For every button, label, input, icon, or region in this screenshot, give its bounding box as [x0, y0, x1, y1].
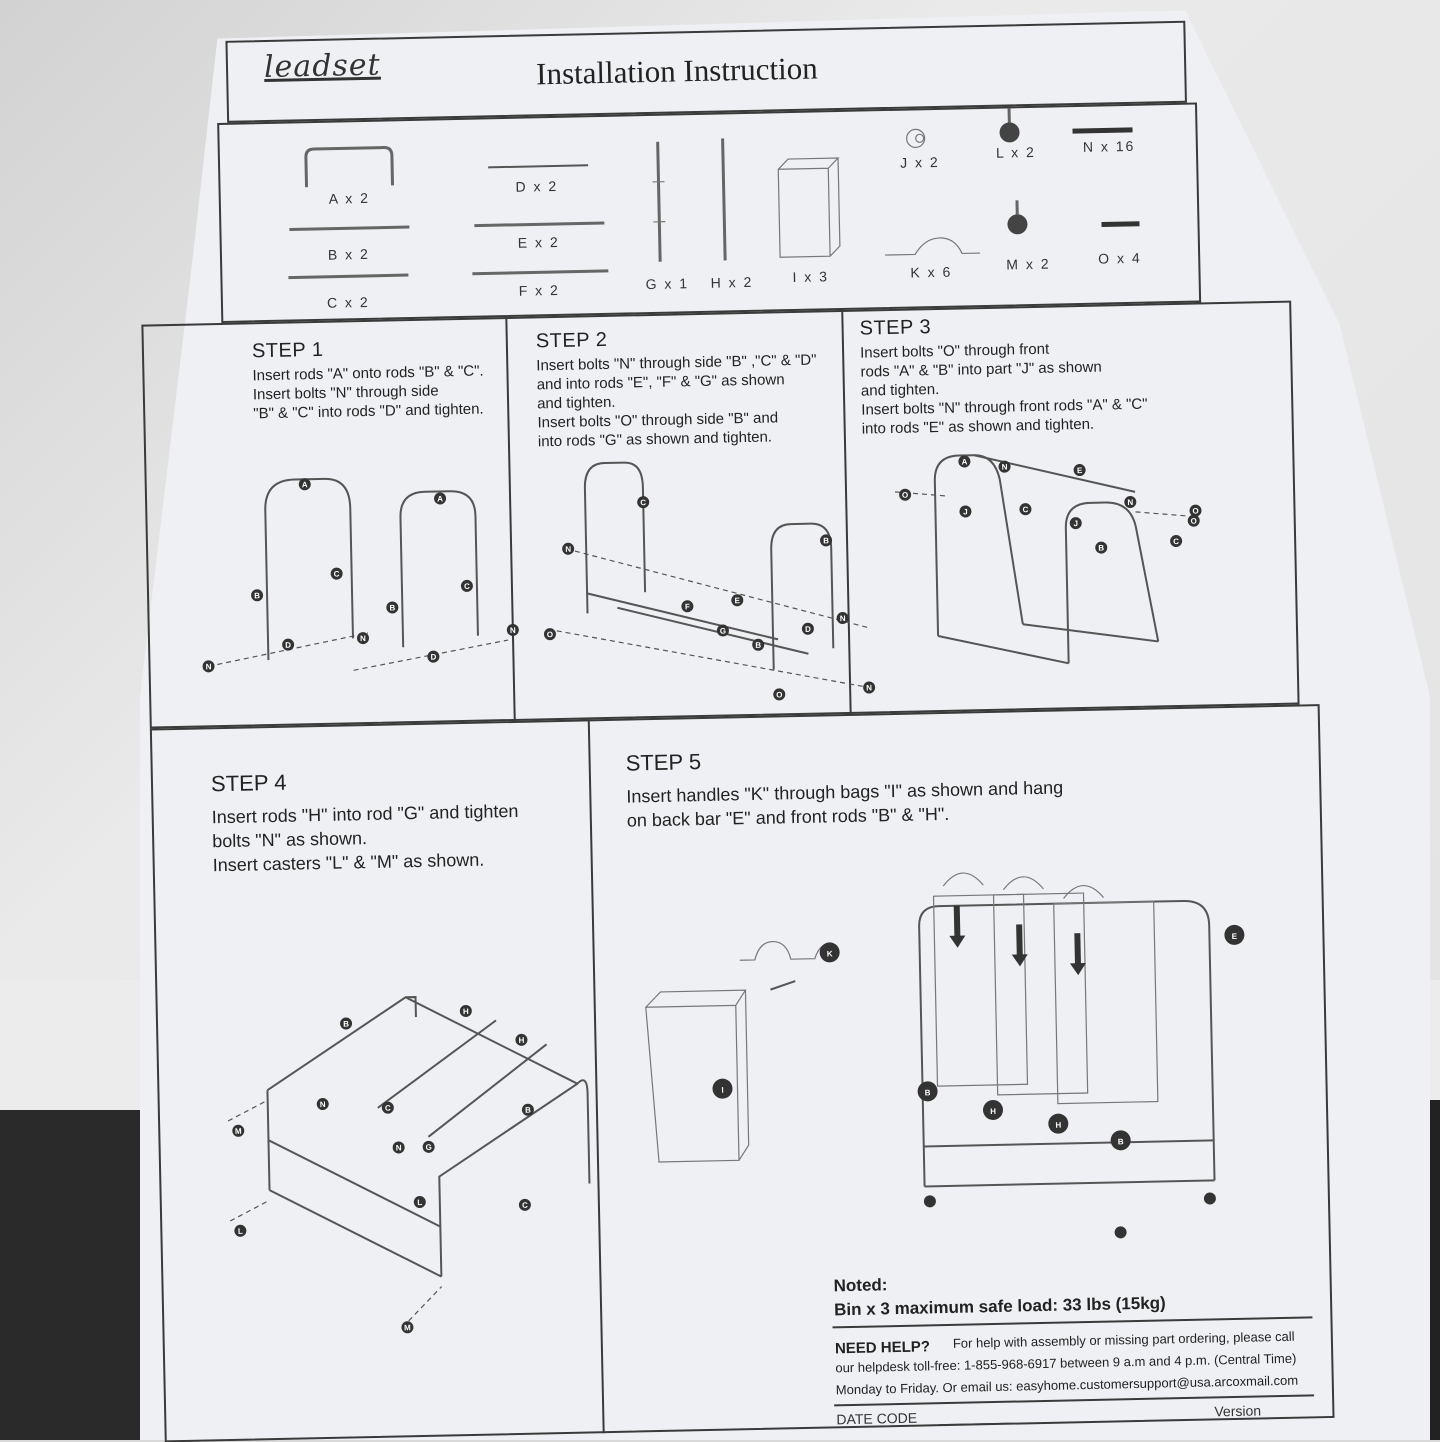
- step5-badge-label: E: [1232, 932, 1238, 941]
- noted-label: Noted:: [833, 1275, 887, 1296]
- date-code-label: DATE CODE: [836, 1410, 917, 1428]
- step5-badge-label: B: [925, 1088, 931, 1097]
- step5-badge-label: H: [1055, 1121, 1061, 1130]
- step5-badge-label: K: [827, 949, 833, 958]
- version-label: Version: [1214, 1402, 1261, 1419]
- step-5-badges: K I E B H H B: [709, 925, 1249, 1159]
- step-5-diagram: K I E B H H B: [135, 18, 1364, 1442]
- step5-badge-label: B: [1118, 1137, 1124, 1146]
- step5-badge-label: I: [721, 1086, 723, 1095]
- step5-badge-label: H: [990, 1107, 996, 1116]
- instruction-page: leadset Installation Instruction A x 2 B…: [135, 18, 1364, 1442]
- help-text: For help with assembly or missing part o…: [835, 1326, 1299, 1402]
